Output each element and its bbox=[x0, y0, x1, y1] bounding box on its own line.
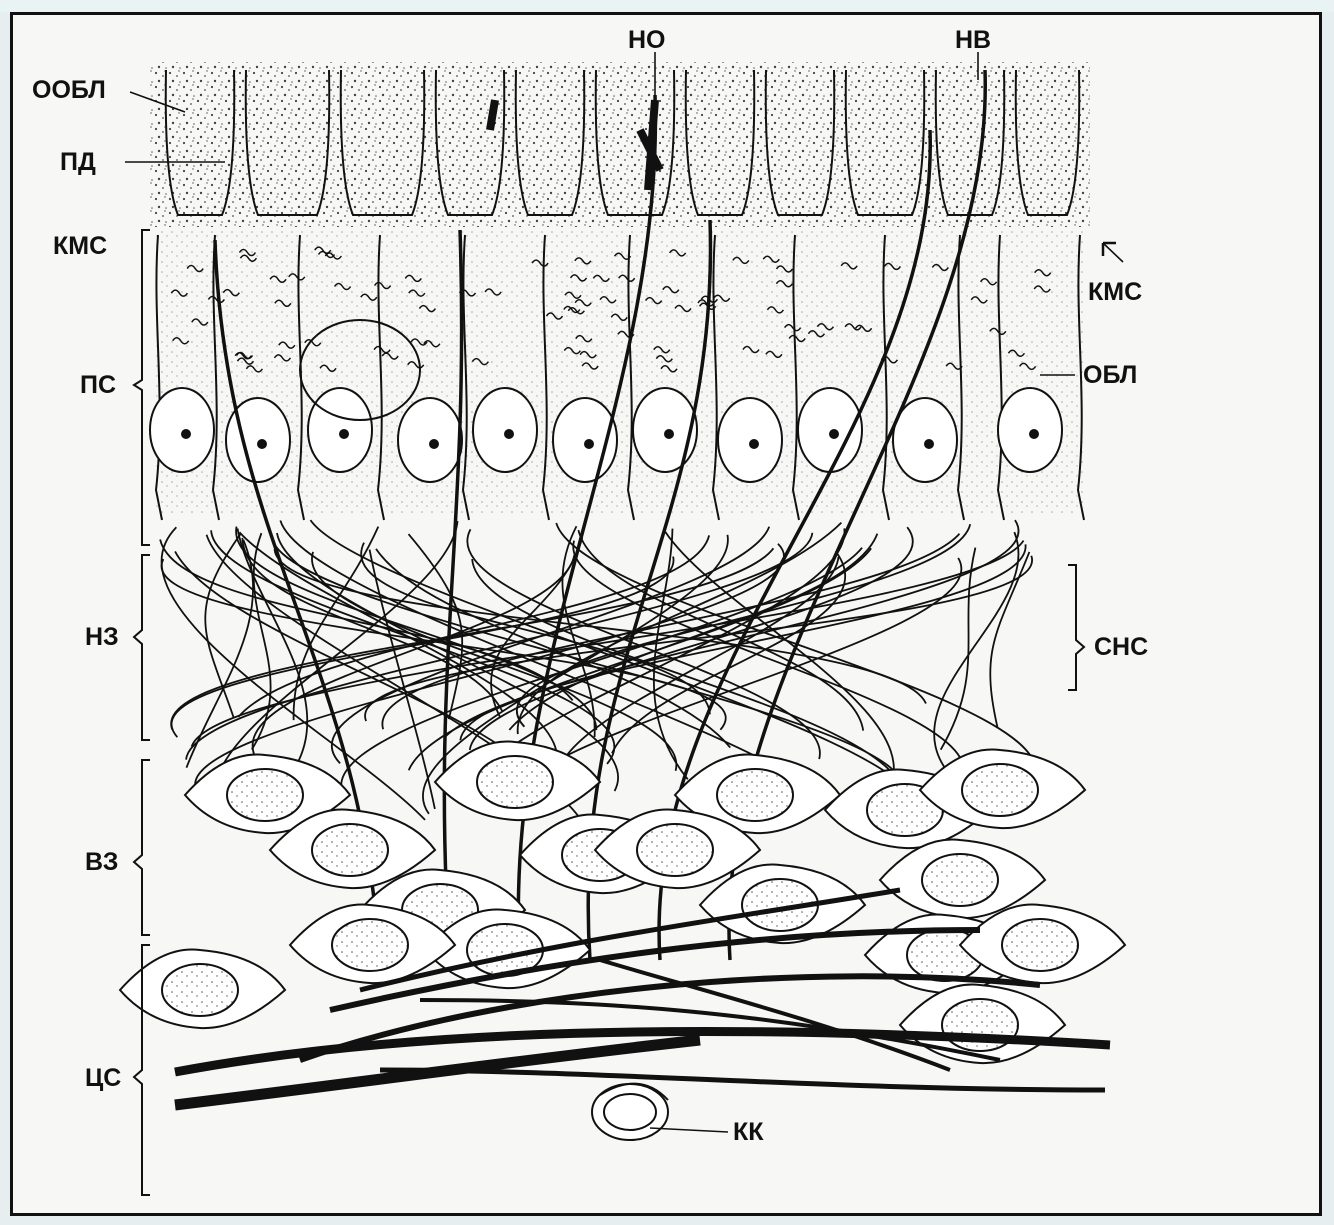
label-ps: ПС bbox=[80, 371, 116, 399]
label-nz: НЗ bbox=[85, 623, 119, 651]
left-braces bbox=[134, 230, 150, 1195]
cell-layer bbox=[150, 230, 1085, 520]
label-sns: СНС bbox=[1094, 633, 1148, 661]
label-kms-left: КМС bbox=[53, 232, 107, 260]
label-pd: ПД bbox=[60, 148, 96, 176]
label-ts: ЦС bbox=[85, 1064, 121, 1092]
label-obl: ОБЛ bbox=[1083, 361, 1137, 389]
right-brace bbox=[1068, 565, 1084, 690]
basal-cells bbox=[120, 742, 1125, 1064]
label-kms-right: КМС bbox=[1088, 278, 1142, 306]
label-nv: НВ bbox=[955, 26, 991, 54]
label-vz: ВЗ bbox=[85, 848, 118, 876]
capillary bbox=[592, 1084, 668, 1140]
label-no: НО bbox=[628, 26, 666, 54]
label-oobl: ООБЛ bbox=[32, 76, 106, 104]
label-kk: КК bbox=[733, 1118, 764, 1146]
apical-layer bbox=[150, 62, 1090, 227]
